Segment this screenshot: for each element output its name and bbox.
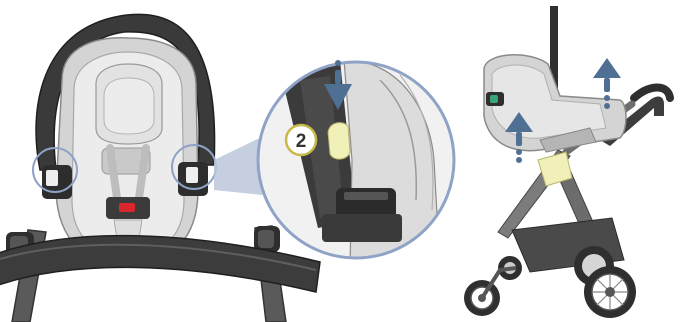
step-number: 2: [296, 131, 307, 152]
push-handle: [630, 83, 674, 102]
seat-adapter-highlight: [537, 151, 573, 187]
release-lever-highlight: [327, 122, 351, 160]
arrow-down-icon: [324, 60, 352, 110]
lock-connector: [322, 188, 402, 242]
arrow-up-icon: [505, 112, 533, 163]
zoom-callout-outline: [256, 60, 456, 260]
left-lock-highlight: [32, 147, 78, 193]
rear-wheel: [584, 266, 636, 318]
left-seat-lock: [42, 165, 72, 199]
bumper-bar: [0, 234, 321, 293]
right-seat-lock: [178, 162, 208, 196]
right-frame-joint: [254, 226, 280, 252]
harness-buckle: [106, 197, 150, 219]
side-view-panel: [464, 6, 674, 318]
step-badge: 2: [284, 123, 318, 157]
arrow-up-icon-right: [593, 58, 621, 109]
front-view-panel: [0, 13, 321, 322]
seat-carry-handle: [550, 6, 558, 106]
zoom-callout: 2: [256, 60, 456, 260]
